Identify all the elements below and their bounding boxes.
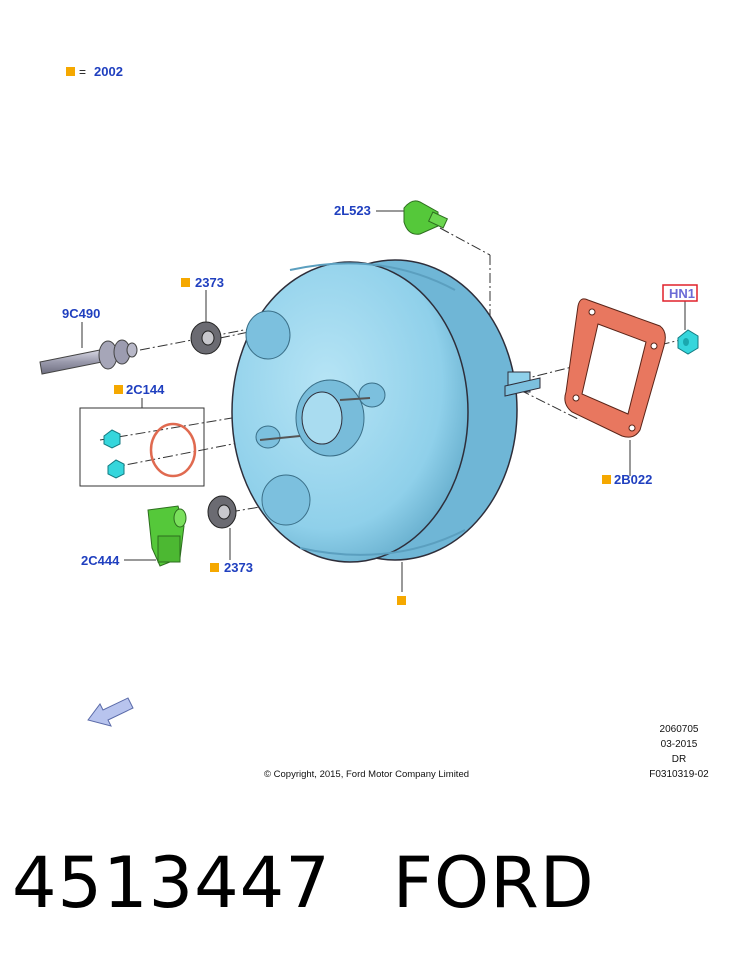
info-figure: F0310319-02 <box>649 769 709 780</box>
brand-name: FORD <box>392 842 595 924</box>
kit-nut-lower <box>107 459 125 479</box>
vacuum-hose-9c490: 9C490 <box>39 306 138 375</box>
part-number: 4513447 <box>12 842 331 924</box>
connector-2c444: 2C444 <box>81 505 187 568</box>
bolt-2l523: 2L523 <box>334 200 449 235</box>
legend-marker <box>66 67 75 76</box>
gasket-2b022: 2B022 <box>564 298 666 487</box>
marker-washer-upper <box>181 278 190 287</box>
callout-9c490: 9C490 <box>62 306 100 321</box>
info-code: 2060705 <box>660 724 699 735</box>
hn1-highlight-box <box>662 284 698 302</box>
legend-code: 2002 <box>94 64 123 79</box>
info-block: 2060705 03-2015 DR F0310319-02 <box>649 724 709 780</box>
washer-upper: 2373 <box>181 275 224 355</box>
direction-arrow-icon <box>87 697 134 727</box>
marker-kit <box>114 385 123 394</box>
callout-washer-upper: 2373 <box>195 275 224 290</box>
callout-2l523: 2L523 <box>334 203 371 218</box>
brake-booster <box>231 259 541 563</box>
kit-box <box>79 407 205 487</box>
callout-washer-lower: 2373 <box>224 560 253 575</box>
exploded-parts-diagram: = 2002 2L523 <box>39 64 709 780</box>
o-ring <box>149 422 197 478</box>
kit-nut-upper <box>103 429 121 449</box>
copyright-text: © Copyright, 2015, Ford Motor Company Li… <box>264 769 469 780</box>
callout-hn1: HN1 <box>669 286 695 301</box>
callout-2c444: 2C444 <box>81 553 120 568</box>
legend-equals: = <box>79 65 86 79</box>
hex-nut-hn1: HN1 <box>662 284 699 355</box>
washer-lower: 2373 <box>207 495 253 575</box>
marker-washer-lower <box>210 563 219 572</box>
legend: = 2002 <box>66 64 123 79</box>
booster-marker <box>397 562 406 605</box>
callout-2c144: 2C144 <box>126 382 165 397</box>
callout-2b022: 2B022 <box>614 472 652 487</box>
info-date: 03-2015 <box>661 739 698 750</box>
marker-gasket <box>602 475 611 484</box>
info-region: DR <box>672 754 686 765</box>
kit-2c144: 2C144 <box>79 382 205 487</box>
